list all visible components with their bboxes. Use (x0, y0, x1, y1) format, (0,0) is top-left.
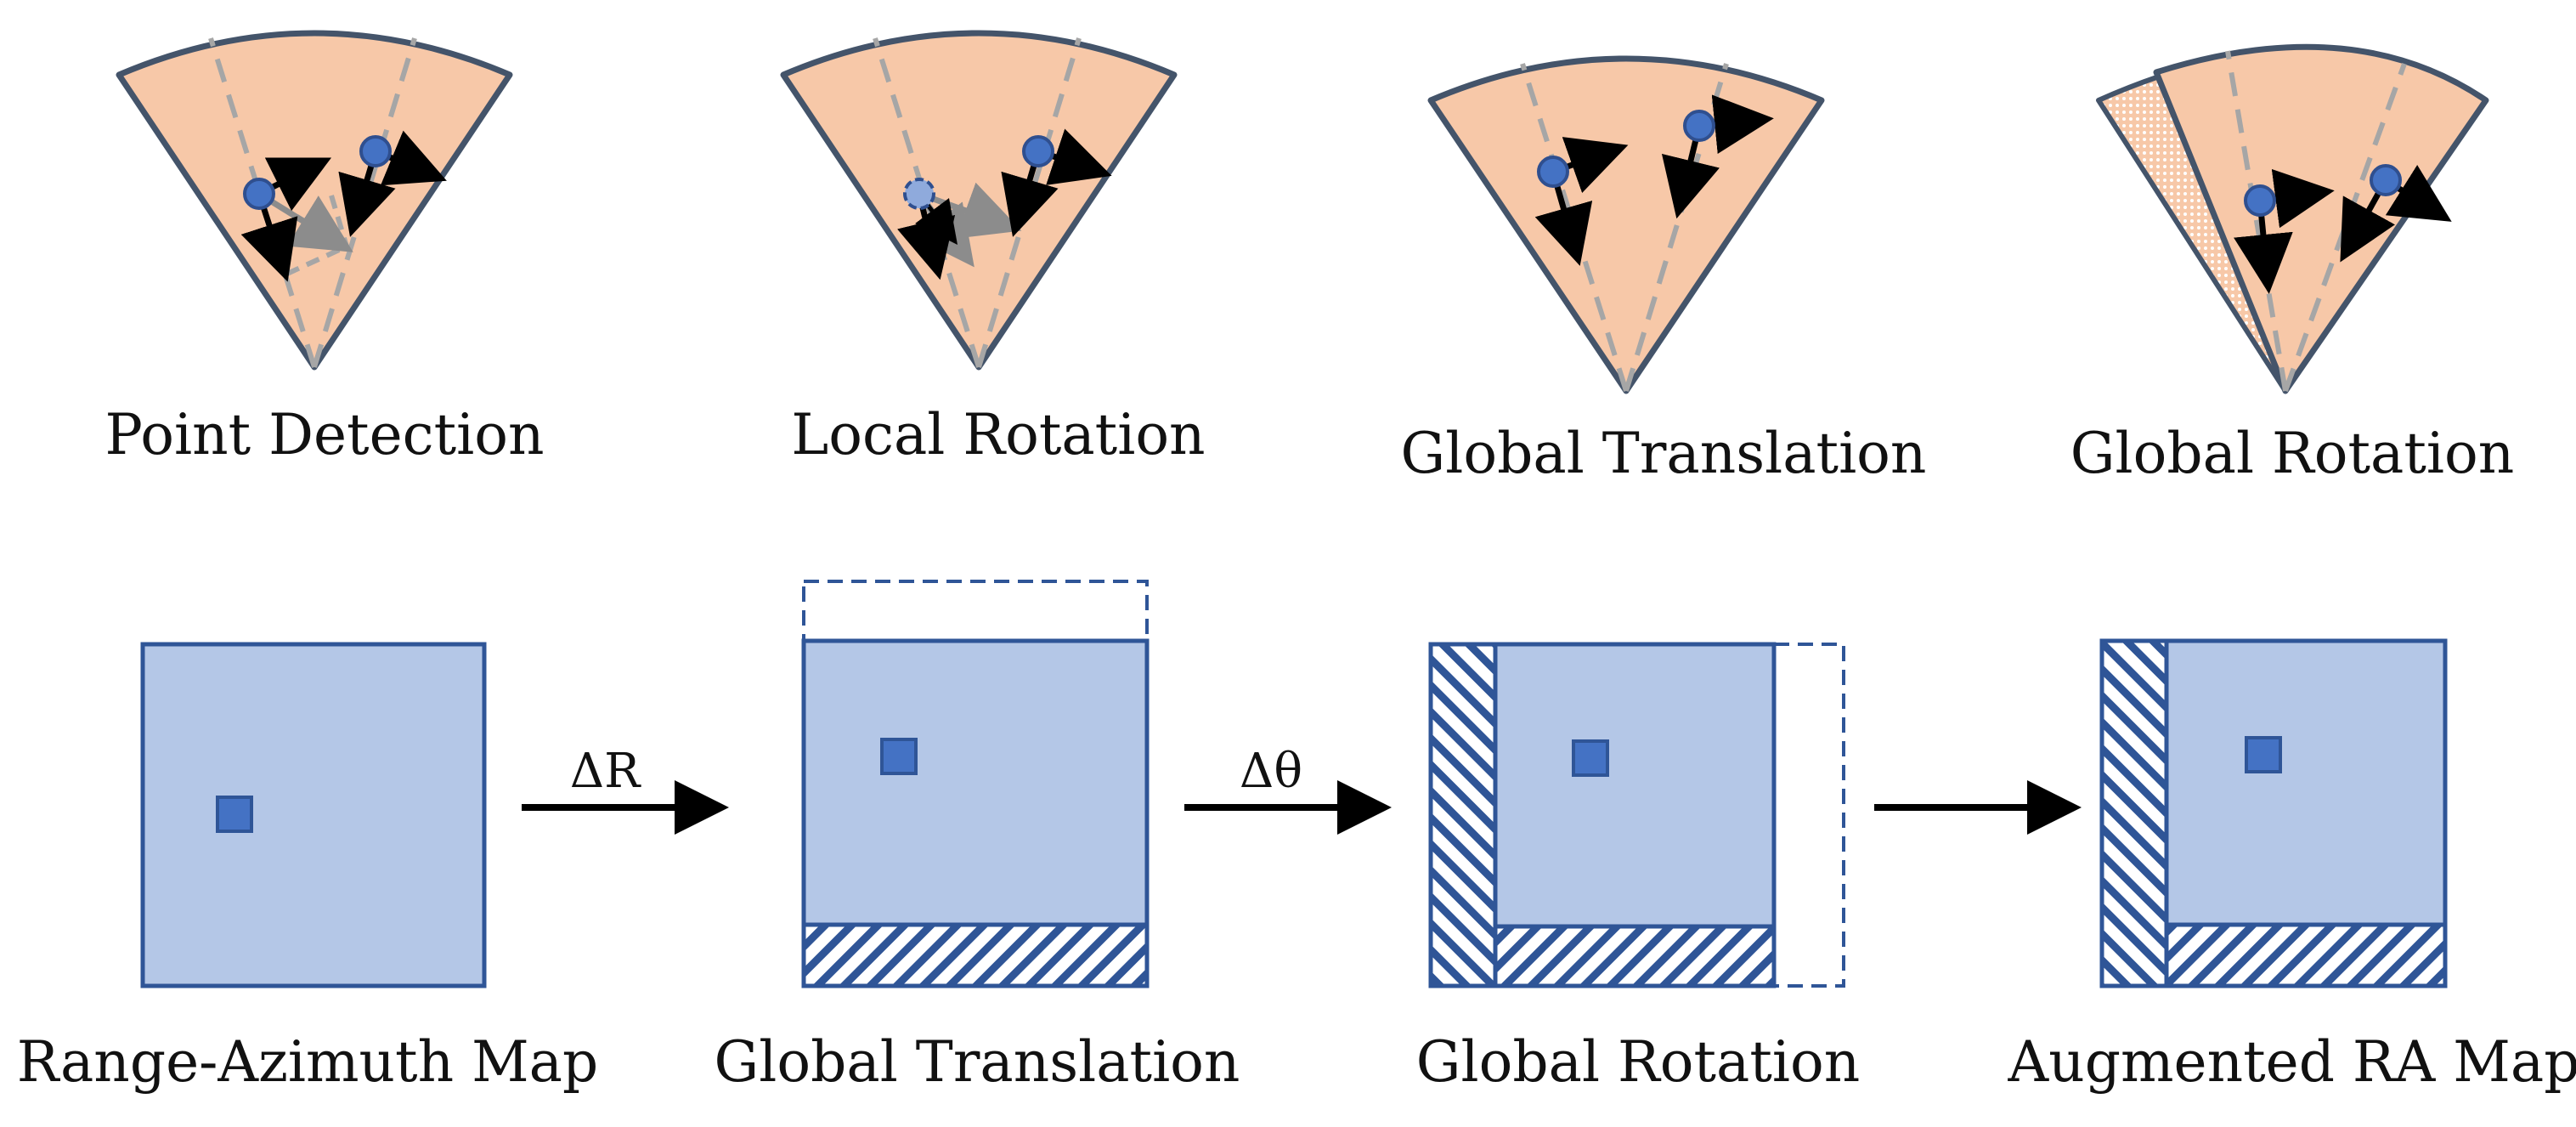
map-global-rotation (1428, 642, 1845, 988)
caption-local-rotation: Local Rotation (791, 402, 1205, 467)
caption-augmented-ra-map: Augmented RA Map (2008, 1029, 2576, 1095)
target-marker (880, 738, 918, 775)
hatched-band (2099, 638, 2169, 988)
label-delta-r: ΔR (570, 744, 641, 799)
target-point (359, 135, 392, 167)
target-point (1022, 135, 1054, 167)
target-point (2244, 184, 2276, 217)
caption-global-rotation: Global Rotation (2070, 421, 2514, 486)
target-point (1537, 156, 1569, 188)
caption-global-translation: Global Translation (1401, 421, 1927, 486)
sector-local-rotation (780, 30, 1178, 371)
target-point (2370, 164, 2402, 196)
rotated-point (903, 178, 935, 210)
target-marker (1572, 739, 1609, 777)
caption-global-rotation-map: Global Rotation (1416, 1029, 1860, 1095)
caption-global-translation-map: Global Translation (715, 1029, 1240, 1095)
sector-point-detection (116, 30, 513, 371)
sector-global-translation (1427, 55, 1825, 394)
map-augmented-ra (2099, 638, 2448, 988)
target-point (1683, 110, 1715, 142)
map-range-azimuth (140, 642, 487, 988)
target-point (243, 178, 275, 210)
hatched-band (801, 922, 1150, 988)
hatched-band (1493, 924, 1777, 988)
caption-point-detection: Point Detection (105, 402, 545, 467)
label-delta-theta: Δθ (1240, 744, 1302, 799)
caption-range-azimuth-map: Range-Azimuth Map (17, 1029, 599, 1095)
hatched-band (1428, 642, 1498, 988)
sector-global-rotation (2096, 43, 2489, 394)
map-global-translation (801, 580, 1150, 988)
target-marker (2245, 736, 2282, 773)
hatched-band (2164, 922, 2448, 988)
target-marker (216, 796, 253, 833)
